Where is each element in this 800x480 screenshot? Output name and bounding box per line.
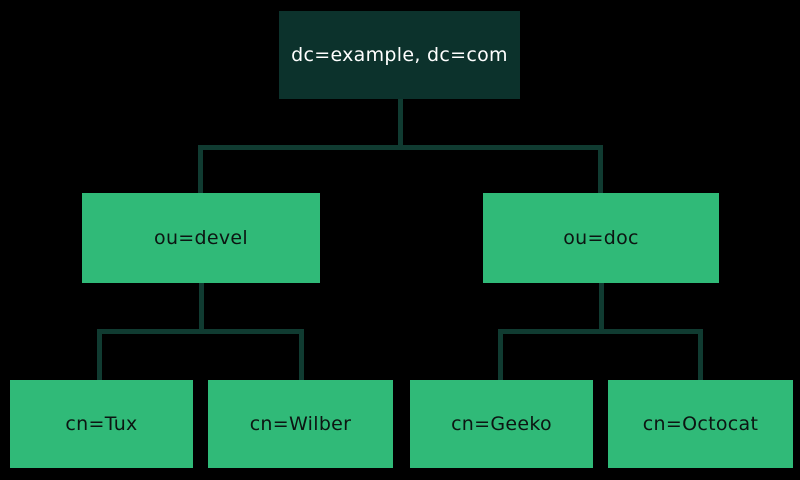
node-cn-wilber: cn=Wilber (208, 380, 393, 468)
connector-level2-right-horizontal (498, 329, 703, 334)
connector-level1-horizontal (198, 145, 603, 150)
connector-root-down (398, 99, 403, 147)
node-cn-tux: cn=Tux (10, 380, 193, 468)
connector-to-cn-geeko (498, 329, 503, 380)
node-root-label: dc=example, dc=com (291, 44, 508, 66)
connector-level2-left-horizontal (97, 329, 304, 334)
node-ou-doc: ou=doc (483, 193, 719, 283)
node-ou-doc-label: ou=doc (563, 227, 639, 249)
node-cn-tux-label: cn=Tux (65, 413, 138, 435)
node-cn-octocat-label: cn=Octocat (642, 413, 759, 435)
connector-ou-devel-down (199, 283, 204, 334)
connector-to-ou-doc (598, 145, 603, 193)
node-ou-devel: ou=devel (82, 193, 320, 283)
node-ou-devel-label: ou=devel (154, 227, 248, 249)
node-cn-octocat: cn=Octocat (608, 380, 793, 468)
connector-to-cn-octocat (698, 329, 703, 380)
connector-to-cn-tux (97, 329, 102, 380)
node-cn-wilber-label: cn=Wilber (249, 413, 352, 435)
node-root-dn: dc=example, dc=com (279, 11, 520, 99)
connector-to-ou-devel (198, 145, 203, 193)
node-cn-geeko: cn=Geeko (410, 380, 593, 468)
node-cn-geeko-label: cn=Geeko (451, 413, 552, 435)
connector-to-cn-wilber (299, 329, 304, 380)
connector-ou-doc-down (599, 283, 604, 334)
